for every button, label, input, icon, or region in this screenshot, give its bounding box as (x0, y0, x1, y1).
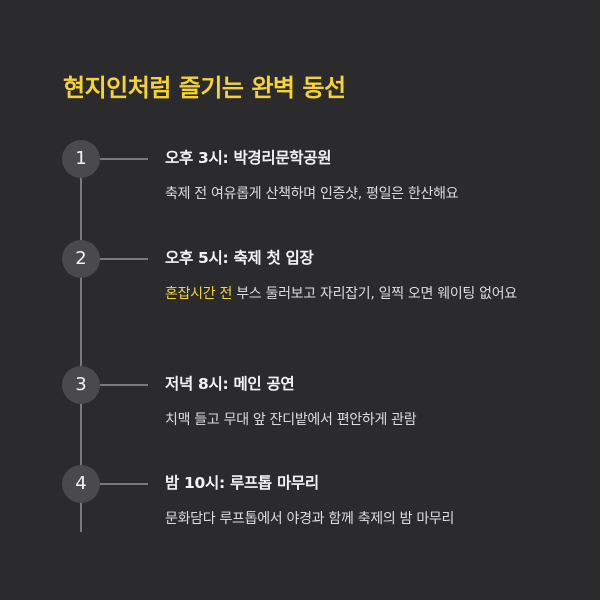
timeline-line (80, 160, 82, 532)
step-description-text: 문화담다 루프톱에서 야경과 함께 축제의 밤 마무리 (165, 511, 455, 527)
timeline-step-1: 1 오후 3시: 박경리문학공원 축제 전 여유롭게 산책하며 인증샷, 평일은… (0, 140, 600, 243)
step-heading: 저녁 8시: 메인 공연 (165, 375, 295, 393)
step-connector (100, 384, 148, 386)
step-description-text: 축제 전 여유롭게 산책하며 인증샷, 평일은 한산해요 (165, 186, 459, 202)
step-connector (100, 483, 148, 485)
step-number-badge: 4 (62, 465, 100, 503)
step-description: 치맥 들고 무대 앞 잔디밭에서 편안하게 관람 (165, 408, 565, 433)
step-description-text: 치맥 들고 무대 앞 잔디밭에서 편안하게 관람 (165, 412, 417, 428)
timeline-step-2: 2 오후 5시: 축제 첫 입장 혼잡시간 전 부스 둘러보고 자리잡기, 일찍… (0, 240, 600, 343)
step-description: 혼잡시간 전 부스 둘러보고 자리잡기, 일찍 오면 웨이팅 없어요 (165, 282, 565, 307)
step-heading: 오후 3시: 박경리문학공원 (165, 149, 332, 167)
step-description: 문화담다 루프톱에서 야경과 함께 축제의 밤 마무리 (165, 507, 565, 532)
step-connector (100, 258, 148, 260)
step-heading: 밤 10시: 루프톱 마무리 (165, 474, 319, 492)
step-number-badge: 3 (62, 366, 100, 404)
step-number-badge: 2 (62, 240, 100, 278)
page-title: 현지인처럼 즐기는 완벽 동선 (63, 74, 346, 102)
step-description-text: 부스 둘러보고 자리잡기, 일찍 오면 웨이팅 없어요 (232, 286, 517, 302)
step-heading: 오후 5시: 축제 첫 입장 (165, 249, 314, 267)
step-connector (100, 158, 148, 160)
step-number-badge: 1 (62, 140, 100, 178)
timeline-step-3: 3 저녁 8시: 메인 공연 치맥 들고 무대 앞 잔디밭에서 편안하게 관람 (0, 366, 600, 469)
step-description: 축제 전 여유롭게 산책하며 인증샷, 평일은 한산해요 (165, 182, 565, 207)
step-description-highlight: 혼잡시간 전 (165, 286, 233, 302)
timeline-step-4: 4 밤 10시: 루프톱 마무리 문화담다 루프톱에서 야경과 함께 축제의 밤… (0, 465, 600, 568)
